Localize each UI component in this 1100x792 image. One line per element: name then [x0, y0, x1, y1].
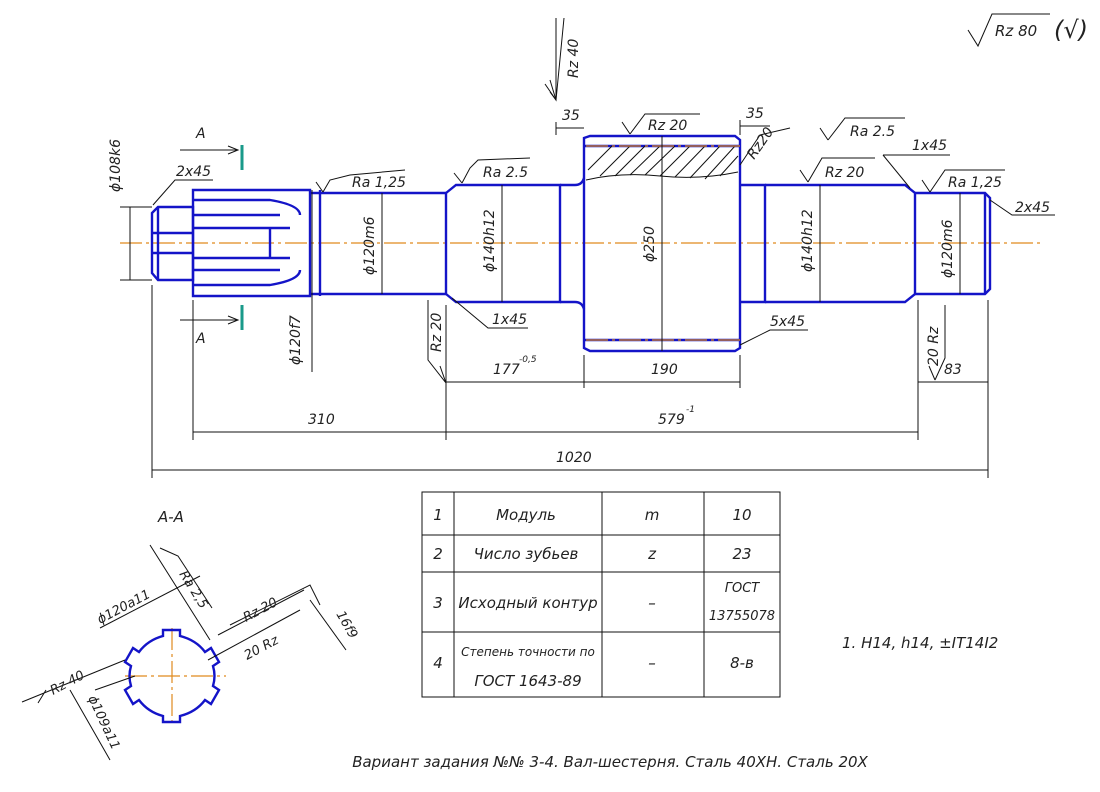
cut-label-top: A [195, 126, 206, 142]
section-ra25: Ra 2,5 [176, 568, 211, 611]
general-roughness-mark: (√) [1054, 16, 1088, 44]
chamfer-1x45-low-label: 1x45 [492, 312, 527, 328]
gear-section-hatch [585, 145, 740, 341]
ra25-mid-label: Ra 2.5 [850, 124, 895, 140]
section-rz20-side: 20 Rz [242, 633, 282, 664]
dim-d120f7: ϕ120f7 [288, 315, 304, 365]
section-d109: ϕ109a11 [84, 693, 122, 752]
roughness-rz20-lower-right: 20 Rz [926, 305, 946, 381]
length-dimension-lines [151, 285, 989, 478]
ra25-left-label: Ra 2.5 [483, 165, 528, 181]
table-row-1-name: Модуль [496, 506, 556, 524]
cut-label-bottom: A [195, 331, 206, 347]
dim-177-tol: -0,5 [519, 355, 537, 365]
rz20-right-label: Rz 20 [825, 165, 864, 181]
gear-parameter-table: 1 Модуль m 10 2 Число зубьев z 23 3 Исхо… [421, 491, 781, 698]
dim-d140h12-right: ϕ140h12 [800, 209, 816, 272]
roughness-ra25-left: Ra 2.5 [453, 157, 531, 184]
roughness-rz40-top: Rz 40 [544, 17, 582, 102]
dim-579-tol: -1 [686, 405, 695, 415]
dim-d140h12-left: ϕ140h12 [482, 209, 498, 272]
table-row-2-num: 2 [433, 545, 443, 563]
table-row-1-num: 1 [433, 506, 443, 524]
roughness-ra25-mid: Ra 2.5 [819, 117, 905, 141]
table-row-1-sym: m [645, 506, 660, 524]
roughness-ra125-right: Ra 1,25 [921, 169, 1005, 193]
drawing-caption: Вариант задания №№ 3-4. Вал-шестерня. Ст… [352, 753, 868, 771]
table-row-3-value2: 13755078 [709, 609, 775, 624]
table-row-2-sym: z [647, 545, 657, 563]
table-row-2-name: Число зубьев [474, 545, 579, 563]
rz20-lower-right-label: 20 Rz [926, 326, 942, 366]
section-title: A-A [157, 508, 184, 526]
dim-d250: ϕ250 [642, 226, 658, 262]
table-row-3-num: 3 [433, 594, 443, 612]
dim-177: 177 [493, 362, 520, 378]
table-row-4-sym: – [648, 654, 656, 672]
rz20-lower-left-label: Rz 20 [429, 313, 445, 352]
dim-83: 83 [944, 362, 962, 378]
dim-1020: 1020 [556, 450, 592, 466]
table-row-4-name: Степень точности по [461, 645, 595, 659]
section-rz20-top: Rz 20 [241, 595, 280, 625]
dim-35a: 35 [562, 108, 580, 124]
table-row-2-value: 23 [732, 545, 751, 563]
dim-d108: ϕ108k6 [108, 139, 124, 192]
table-row-4-value: 8-в [730, 654, 754, 672]
dim-310: 310 [308, 412, 335, 428]
rz20-chamfer-label: Rz20 [744, 124, 777, 162]
dim-35b: 35 [746, 106, 764, 122]
rz40-label: Rz 40 [566, 39, 582, 78]
section-d120: ϕ120a11 [95, 587, 153, 627]
table-row-4-num: 4 [433, 654, 443, 672]
general-roughness-symbol: Rz 80 (√) [967, 13, 1088, 48]
ra125-right-label: Ra 1,25 [948, 175, 1002, 191]
dim-d120m6-left: ϕ120m6 [362, 216, 378, 275]
chamfer-left-label: 2x45 [176, 164, 211, 180]
section-rz40: Rz 40 [48, 668, 87, 698]
chamfer-right-label: 2x45 [1015, 200, 1050, 216]
section-cut-markers: A A [180, 126, 244, 347]
general-roughness-label: Rz 80 [995, 22, 1037, 40]
table-row-3-value: ГОСТ [725, 581, 761, 596]
tolerance-note: 1. H14, h14, ±IT14I2 [842, 634, 998, 652]
dim-190: 190 [651, 362, 678, 378]
table-row-3-name: Исходный контур [458, 594, 597, 612]
diameter-dimension-lines [120, 136, 961, 372]
chamfer-5x45-label: 5x45 [770, 314, 805, 330]
ra125-left-label: Ra 1,25 [352, 175, 406, 191]
section-view-a-a: A-A Ra 2,5 ϕ120a11 Rz 20 20 Rz 16f9 Rz 4… [21, 508, 360, 761]
table-row-4-name2: ГОСТ 1643-89 [474, 672, 581, 690]
roughness-rz20-chamfer: Rz20 [739, 124, 791, 166]
roughness-rz20-hub: Rz 20 [621, 113, 700, 135]
chamfer-1x45-top-label: 1x45 [912, 138, 947, 154]
rz20-hub-label: Rz 20 [648, 118, 687, 134]
table-row-3-sym: – [648, 594, 656, 612]
roughness-ra125-left: Ra 1,25 [315, 169, 406, 193]
roughness-rz20-right: Rz 20 [799, 157, 875, 183]
dim-d120m6-right: ϕ120m6 [940, 219, 956, 278]
roughness-rz20-lower-left: Rz 20 [427, 300, 447, 384]
table-row-1-value: 10 [732, 506, 751, 524]
dim-579: 579 [658, 412, 685, 428]
